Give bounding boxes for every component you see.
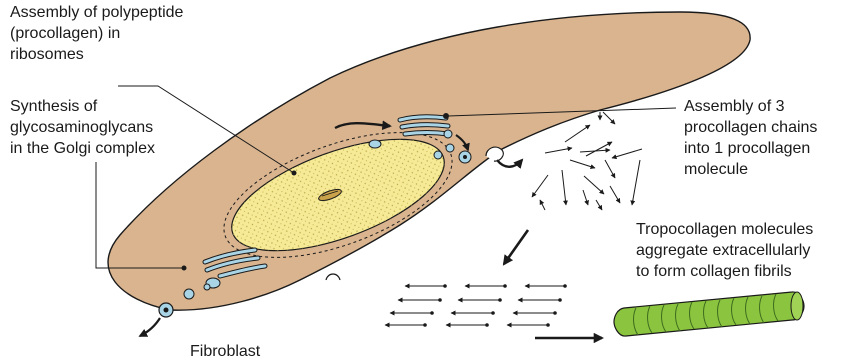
vesicle [446, 144, 454, 152]
label-ribosome-assembly: Assembly of polypeptide (procollagen) in… [10, 2, 310, 65]
vesicle [184, 289, 194, 299]
process-arrow-down [504, 230, 528, 264]
vesicle [444, 130, 452, 138]
label-tropocollagen: Tropocollagen molecules aggregate extrac… [636, 219, 850, 282]
label-chain-assembly: Assembly of 3 procollagen chains into 1 … [684, 96, 850, 180]
secretion-arrow [497, 160, 522, 167]
secretion-arrow [140, 318, 160, 336]
label-fibroblast: Fibroblast [190, 341, 310, 362]
vesicle [434, 151, 442, 159]
membrane-notch [326, 274, 340, 280]
vesicle [204, 284, 210, 290]
collagen-fibril [614, 292, 804, 336]
tropocollagen-array [385, 285, 566, 327]
label-golgi-synthesis: Synthesis of glycosaminoglycans in the G… [10, 96, 270, 159]
vesicle [369, 140, 381, 148]
